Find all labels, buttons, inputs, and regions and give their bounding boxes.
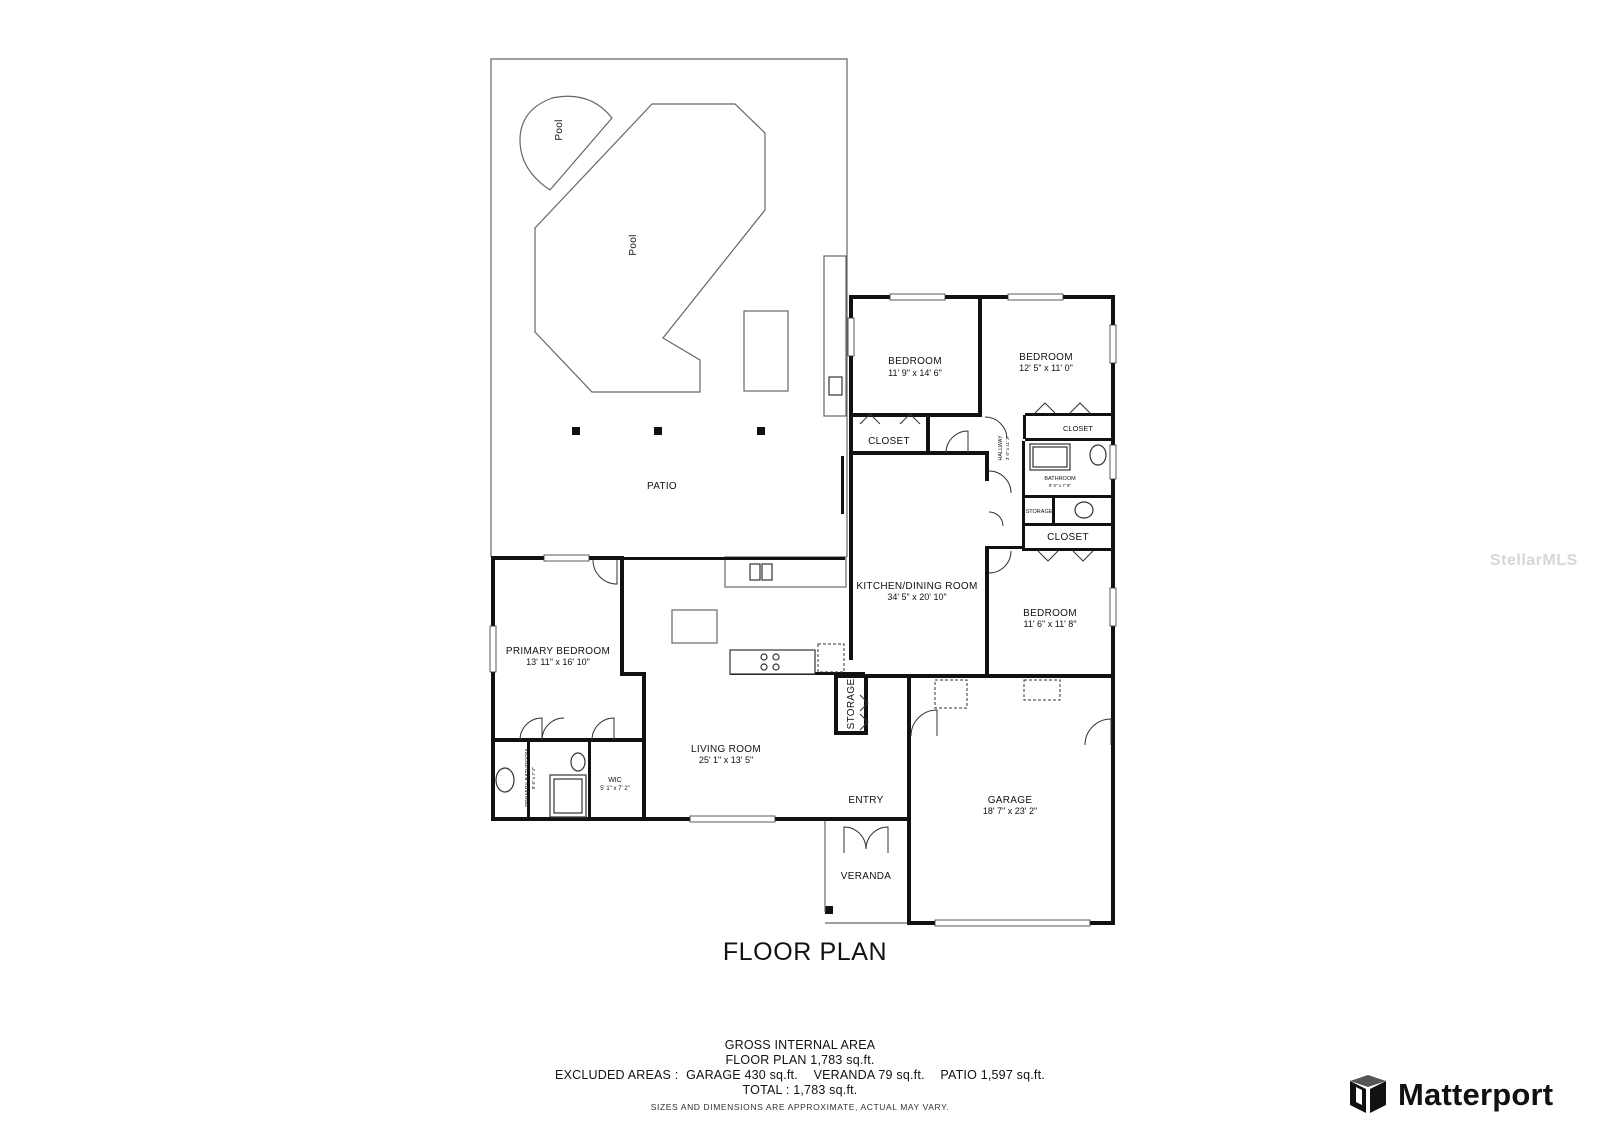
main-pool <box>534 103 766 393</box>
matterport-logo-icon <box>1350 1075 1386 1113</box>
brand: Matterport <box>1348 1074 1588 1116</box>
primary-bedroom-label: PRIMARY BEDROOM <box>506 646 610 657</box>
small-pool <box>519 95 613 191</box>
area-summary: GROSS INTERNAL AREA FLOOR PLAN 1,783 sq.… <box>500 1038 1100 1115</box>
bedroom-b-dims: 12' 5" x 11' 0" <box>1019 363 1073 373</box>
garage-label: GARAGE <box>988 795 1033 806</box>
area-garage: GARAGE 430 sq.ft. <box>686 1068 798 1082</box>
storage-small-label: STORAGE <box>1026 509 1053 515</box>
area-veranda: VERANDA 79 sq.ft. <box>813 1068 925 1082</box>
bathroom-label: BATHROOM <box>1044 476 1076 482</box>
bedroom-a-label: BEDROOM <box>888 356 942 367</box>
storage-label: STORAGE <box>846 679 857 730</box>
pool-small-label: Pool <box>554 119 565 140</box>
hallway-label: HALLWAY <box>998 435 1004 461</box>
primary-bathroom-dims: 8' 6" x 7' 2" <box>531 767 536 790</box>
entry-label: ENTRY <box>848 795 883 806</box>
area-excluded-row: EXCLUDED AREAS : GARAGE 430 sq.ft. VERAN… <box>500 1068 1100 1083</box>
wic-label: WIC <box>608 777 622 784</box>
area-excluded-label: EXCLUDED AREAS : <box>555 1068 679 1082</box>
living-room-label: LIVING ROOM <box>691 744 761 755</box>
area-total: TOTAL : 1,783 sq.ft. <box>742 1083 858 1097</box>
kitchen-dims: 34' 5" x 20' 10" <box>887 592 946 602</box>
doors-fixtures <box>495 402 1112 924</box>
bedroom-c-dims: 11' 6" x 11' 8" <box>1023 619 1076 629</box>
bedroom-b-label: BEDROOM <box>1019 352 1073 363</box>
hallway-dims: 3' 0" x 11' 3" <box>1005 435 1010 460</box>
bedroom-c-label: BEDROOM <box>1023 608 1077 619</box>
walls <box>491 295 1115 925</box>
bedroom-a-dims: 11' 9" x 14' 6" <box>888 368 942 378</box>
area-disclaimer: SIZES AND DIMENSIONS ARE APPROXIMATE, AC… <box>650 1102 950 1112</box>
patio-label: PATIO <box>647 481 677 492</box>
closet-a-label: CLOSET <box>868 436 910 447</box>
kitchen-label: KITCHEN/DINING ROOM <box>856 581 977 592</box>
primary-bedroom-dims: 13' 11" x 16' 10" <box>526 657 590 667</box>
area-floor-plan: FLOOR PLAN 1,783 sq.ft. <box>725 1053 875 1067</box>
area-heading: GROSS INTERNAL AREA <box>724 1038 876 1052</box>
plan-title: FLOOR PLAN <box>722 938 888 966</box>
garage-dims: 18' 7" x 23' 2" <box>983 806 1037 816</box>
room-labels: Pool Pool PATIO BEDROOM 11' 9" x 14' 6" … <box>506 119 1093 882</box>
patio-area <box>490 58 848 588</box>
closet-b-label: CLOSET <box>1063 424 1093 433</box>
pool-main-label: Pool <box>628 234 639 255</box>
area-patio: PATIO 1,597 sq.ft. <box>940 1068 1045 1082</box>
primary-bathroom-label: PRIMARY BATHROOM <box>525 749 531 807</box>
closet-c-label: CLOSET <box>1047 532 1089 543</box>
windows <box>489 293 1117 927</box>
brand-name: Matterport <box>1398 1077 1554 1112</box>
bathroom-dims: 8' 0" x 7' 8" <box>1049 483 1072 488</box>
veranda-label: VERANDA <box>841 871 891 882</box>
living-room-dims: 25' 1" x 13' 5" <box>699 755 753 765</box>
watermark: StellarMLS <box>1490 552 1578 569</box>
wic-dims: 5' 1" x 7' 2" <box>600 786 630 792</box>
